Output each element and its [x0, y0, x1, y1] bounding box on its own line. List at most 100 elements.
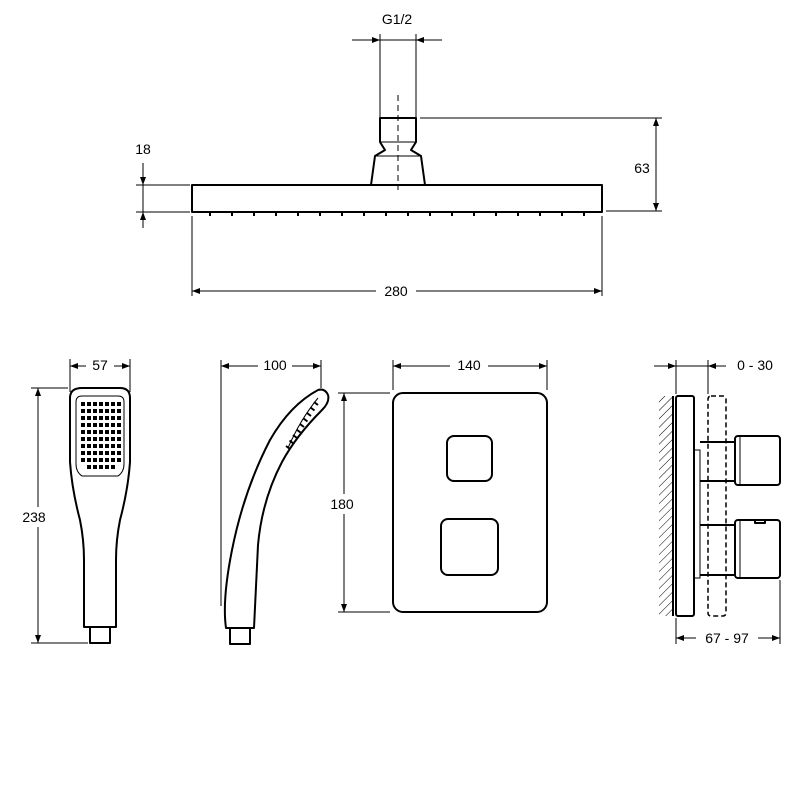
lower-knob-side	[734, 519, 781, 579]
side-nozzle	[295, 428, 302, 434]
upper-knob-side	[734, 435, 781, 486]
nozzle-hole	[99, 437, 103, 441]
nozzle-hole	[81, 402, 85, 406]
nozzle-hole	[93, 402, 97, 406]
wall-hatching	[659, 396, 673, 616]
arrow	[393, 363, 401, 369]
nozzle-hole	[117, 437, 121, 441]
arrow	[416, 37, 424, 43]
arrow	[653, 118, 659, 126]
hand-length-label: 238	[22, 509, 46, 525]
nozzle-hole	[111, 444, 115, 448]
shower-head-nozzles	[209, 212, 585, 216]
nozzle-hole	[105, 451, 109, 455]
trim-plate	[392, 392, 548, 613]
nozzle-hole	[111, 402, 115, 406]
nozzle-hole	[81, 409, 85, 413]
nozzle-hole	[117, 409, 121, 413]
nozzle-hole	[117, 402, 121, 406]
plate-width-label: 140	[457, 357, 481, 373]
nozzle-hole	[117, 458, 121, 462]
nozzle-hole	[105, 444, 109, 448]
nozzle-hole	[117, 451, 121, 455]
projection-label: 67 - 97	[705, 630, 749, 646]
arrow	[35, 635, 41, 643]
side-nozzle	[302, 417, 309, 423]
hand-shower-side-view: 100	[220, 356, 330, 645]
hand-shower-side-body	[223, 388, 330, 629]
nozzle-hole	[105, 402, 109, 406]
nozzle-hole	[93, 409, 97, 413]
arrow	[192, 288, 200, 294]
hand-shower-face	[75, 395, 125, 477]
label-mask	[696, 628, 758, 646]
side-nozzle	[288, 439, 295, 445]
side-nozzle	[285, 445, 291, 450]
nozzle-hole	[87, 423, 91, 427]
nozzle-hole	[105, 409, 109, 413]
arrow	[140, 177, 146, 185]
nozzle-hole	[87, 465, 91, 469]
nozzle-hole	[105, 423, 109, 427]
head-height-label: 63	[634, 160, 650, 176]
head-width-label: 280	[384, 283, 408, 299]
arrow	[70, 363, 78, 369]
hand-shower-side-face	[287, 397, 319, 449]
trim-plate-side	[675, 395, 695, 617]
inlet-dimension-label: G1/2	[382, 11, 413, 27]
nozzle-hole	[99, 423, 103, 427]
upper-control-knob	[446, 435, 493, 482]
nozzle-hole	[93, 437, 97, 441]
nozzle-hole	[111, 437, 115, 441]
nozzle-hole	[93, 465, 97, 469]
shower-head-plate	[191, 184, 603, 213]
nozzle-hole	[87, 437, 91, 441]
adjustable-offset-outline	[707, 395, 727, 617]
side-nozzle	[309, 406, 316, 412]
hand-shower-connector	[89, 626, 111, 644]
nozzle-hole	[87, 451, 91, 455]
hand-shower-side-connector	[229, 627, 251, 645]
arrow	[221, 363, 229, 369]
label-mask	[86, 356, 114, 374]
nozzle-hole	[93, 451, 97, 455]
nozzle-hole	[117, 423, 121, 427]
nozzle-hole	[99, 444, 103, 448]
hand-shower-front-view: 57 238	[16, 356, 131, 644]
arrow	[35, 388, 41, 396]
nozzle-hole	[87, 444, 91, 448]
nozzle-hole	[105, 465, 109, 469]
nozzle-hole	[111, 451, 115, 455]
nozzle-hole	[111, 423, 115, 427]
nozzle-hole	[87, 416, 91, 420]
nozzle-hole	[87, 458, 91, 462]
head-thickness-label: 18	[135, 141, 151, 157]
label-mask	[376, 282, 416, 300]
nozzle-hole	[99, 416, 103, 420]
nozzle-hole	[105, 430, 109, 434]
nozzle-hole	[87, 402, 91, 406]
side-nozzle	[306, 412, 312, 417]
hand-width-label: 57	[92, 357, 108, 373]
arrow	[341, 604, 347, 612]
nozzle-hole	[99, 402, 103, 406]
thermostat-side-view: 0 - 30 67 - 97	[654, 357, 781, 646]
nozzle-hole	[81, 458, 85, 462]
nozzle-hole	[105, 458, 109, 462]
lower-control-knob	[440, 518, 499, 576]
arrow	[122, 363, 130, 369]
arrow	[341, 393, 347, 401]
nozzle-hole	[111, 416, 115, 420]
hand-shower-body	[69, 387, 131, 628]
arrow	[313, 363, 321, 369]
arrow	[594, 288, 602, 294]
arrow	[653, 203, 659, 211]
arrow	[372, 37, 380, 43]
nozzle-hole	[99, 458, 103, 462]
nozzle-hole	[99, 430, 103, 434]
nozzle-hole	[81, 423, 85, 427]
arrow	[140, 212, 146, 220]
side-nozzle	[299, 423, 305, 428]
label-mask	[16, 507, 60, 527]
nozzle-hole	[93, 430, 97, 434]
